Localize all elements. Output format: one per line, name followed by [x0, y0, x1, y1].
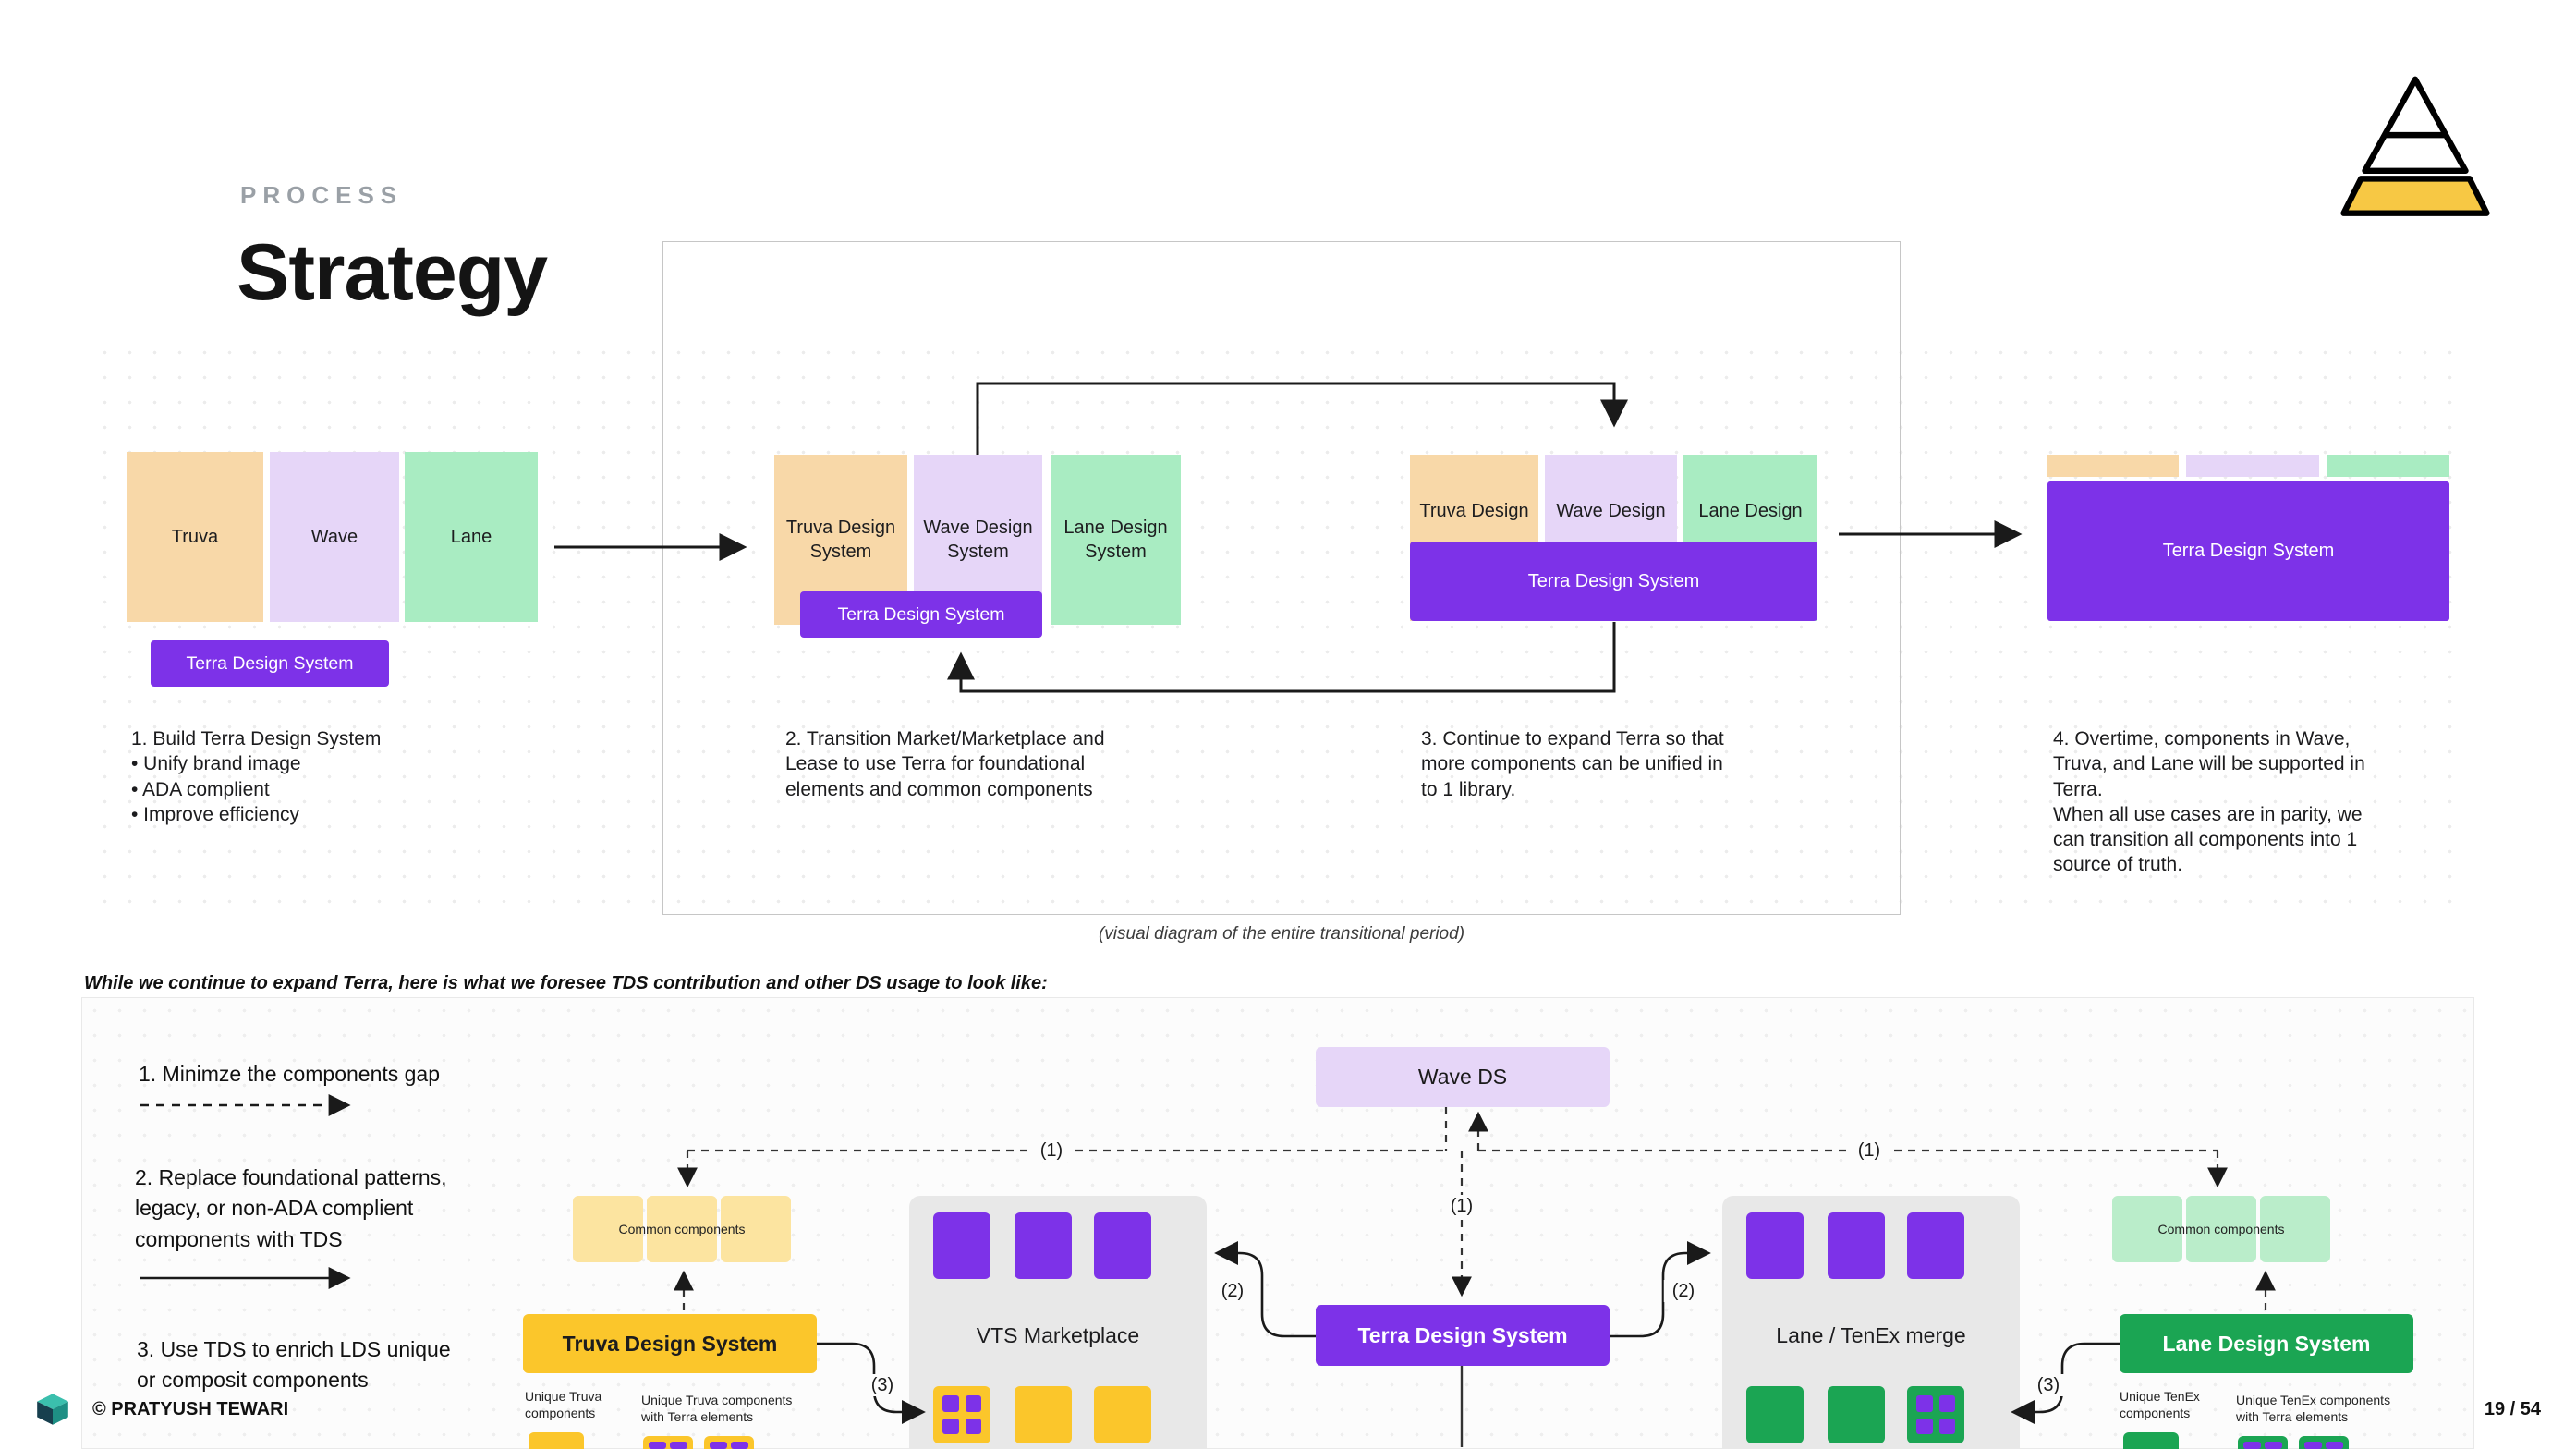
mixed-component-box: [933, 1386, 990, 1443]
common-right-box-1: [2112, 1196, 2182, 1262]
unique-tenex-label: Unique TenEx components: [2120, 1389, 2200, 1421]
common-right-label: Common components: [2157, 1222, 2285, 1236]
component-square: [1746, 1212, 1804, 1279]
lane-tenex-panel: Lane / TenEx merge: [1722, 1196, 2020, 1449]
mark-2-right: (2): [1663, 1280, 1704, 1302]
mark-1-right: (1): [1849, 1139, 1889, 1162]
mark-3-left: (3): [862, 1374, 903, 1396]
stage2-note: 2. Transition Market/Marketplace and Lea…: [785, 728, 1105, 800]
stage1-terra-badge: Terra Design System: [151, 640, 389, 687]
stage4-lane-strip: [2327, 455, 2449, 477]
stage3-terra-badge: Terra Design System: [1410, 542, 1817, 621]
stage4-terra-box: Terra Design System: [2047, 481, 2449, 621]
stage4-wave-strip: [2186, 455, 2319, 477]
unique-truva-label: Unique Truva components: [525, 1389, 602, 1421]
component-square: [1907, 1212, 1964, 1279]
pyramid-logo: [2336, 72, 2495, 222]
stage3-lane-label: Lane Design: [1698, 501, 1803, 521]
mixed-component-box: [1907, 1386, 1964, 1443]
mixed-component-box: [2299, 1436, 2349, 1449]
stage1-wave-box: Wave: [270, 452, 399, 622]
component-square: [1015, 1212, 1072, 1279]
common-left-box-3: [721, 1196, 791, 1262]
unique-truva-terra-label: Unique Truva components with Terra eleme…: [641, 1393, 793, 1425]
component-box-green: [1828, 1386, 1885, 1443]
bottom-intro: While we continue to expand Terra, here …: [84, 973, 1048, 993]
stage2-truva-label: Truva Design System: [785, 518, 896, 562]
mark-1-center: (1): [1441, 1195, 1482, 1217]
mixed-component-box: [2238, 1436, 2288, 1449]
vts-marketplace-label: VTS Marketplace: [976, 1323, 1140, 1347]
copyright: © PRATYUSH TEWARI: [92, 1399, 289, 1419]
component-square: [1828, 1212, 1885, 1279]
diagram-caption: (visual diagram of the entire transition…: [1098, 924, 1465, 944]
mixed-component-box: [704, 1436, 754, 1449]
wave-ds-box: Wave DS: [1316, 1047, 1610, 1107]
step-1: 1. Minimze the components gap: [139, 1062, 441, 1086]
stage3-truva-label: Truva Design: [1419, 501, 1529, 521]
mark-2-left: (2): [1212, 1280, 1253, 1302]
lane-tenex-label: Lane / TenEx merge: [1776, 1323, 1966, 1347]
process-label: PROCESS: [240, 181, 404, 209]
mixed-component-box: [643, 1436, 693, 1449]
stage1-lane-box: Lane: [405, 452, 538, 622]
stage4-truva-strip: [2047, 455, 2179, 477]
stage3-note: 3. Continue to expand Terra so that more…: [1421, 728, 1724, 800]
cube-logo: [33, 1390, 72, 1429]
stage2-lane-box: Lane Design System: [1051, 455, 1181, 625]
component-box-yellow: [1094, 1386, 1151, 1443]
stage1-wave-label: Wave: [310, 527, 358, 547]
mark-3-right: (3): [2028, 1374, 2069, 1396]
stage3-wave-label: Wave Design: [1556, 501, 1666, 521]
lane-ds-box: Lane Design System: [2120, 1314, 2413, 1373]
stage1-note: 1. Build Terra Design System • Unify bra…: [131, 728, 382, 825]
common-left-box-1: [573, 1196, 643, 1262]
mark-1-left: (1): [1031, 1139, 1072, 1162]
stage1-lane-label: Lane: [450, 527, 492, 547]
stage4-note: 4. Overtime, components in Wave, Truva, …: [2053, 728, 2365, 876]
common-right-box-3: [2260, 1196, 2330, 1262]
component-square: [1094, 1212, 1151, 1279]
step-2: 2. Replace foundational patterns, legacy…: [135, 1165, 447, 1251]
stage2-lane-label: Lane Design System: [1063, 518, 1168, 562]
stage2-terra-badge: Terra Design System: [800, 591, 1042, 638]
stage1-truva-label: Truva: [171, 527, 219, 547]
component-box-green: [1746, 1386, 1804, 1443]
component-box-yellow: [1015, 1386, 1072, 1443]
common-right-box-2: [2186, 1196, 2256, 1262]
stage1-truva-box: Truva: [127, 452, 263, 622]
common-left-label: Common components: [618, 1222, 746, 1236]
step-3: 3. Use TDS to enrich LDS unique or compo…: [137, 1337, 451, 1393]
terra-ds-box: Terra Design System: [1316, 1305, 1610, 1366]
component-square: [933, 1212, 990, 1279]
common-left-box-2: [647, 1196, 717, 1262]
truva-ds-box: Truva Design System: [523, 1314, 817, 1373]
vts-marketplace-panel: VTS Marketplace: [909, 1196, 1207, 1449]
page-title: Strategy: [237, 228, 548, 317]
component-box-yellow: [529, 1432, 584, 1449]
stage2-wave-label: Wave Design System: [923, 518, 1033, 562]
unique-tenex-terra-label: Unique TenEx components with Terra eleme…: [2236, 1393, 2391, 1425]
page-number: 19 / 54: [2484, 1399, 2541, 1419]
component-box-green: [2123, 1432, 2179, 1449]
